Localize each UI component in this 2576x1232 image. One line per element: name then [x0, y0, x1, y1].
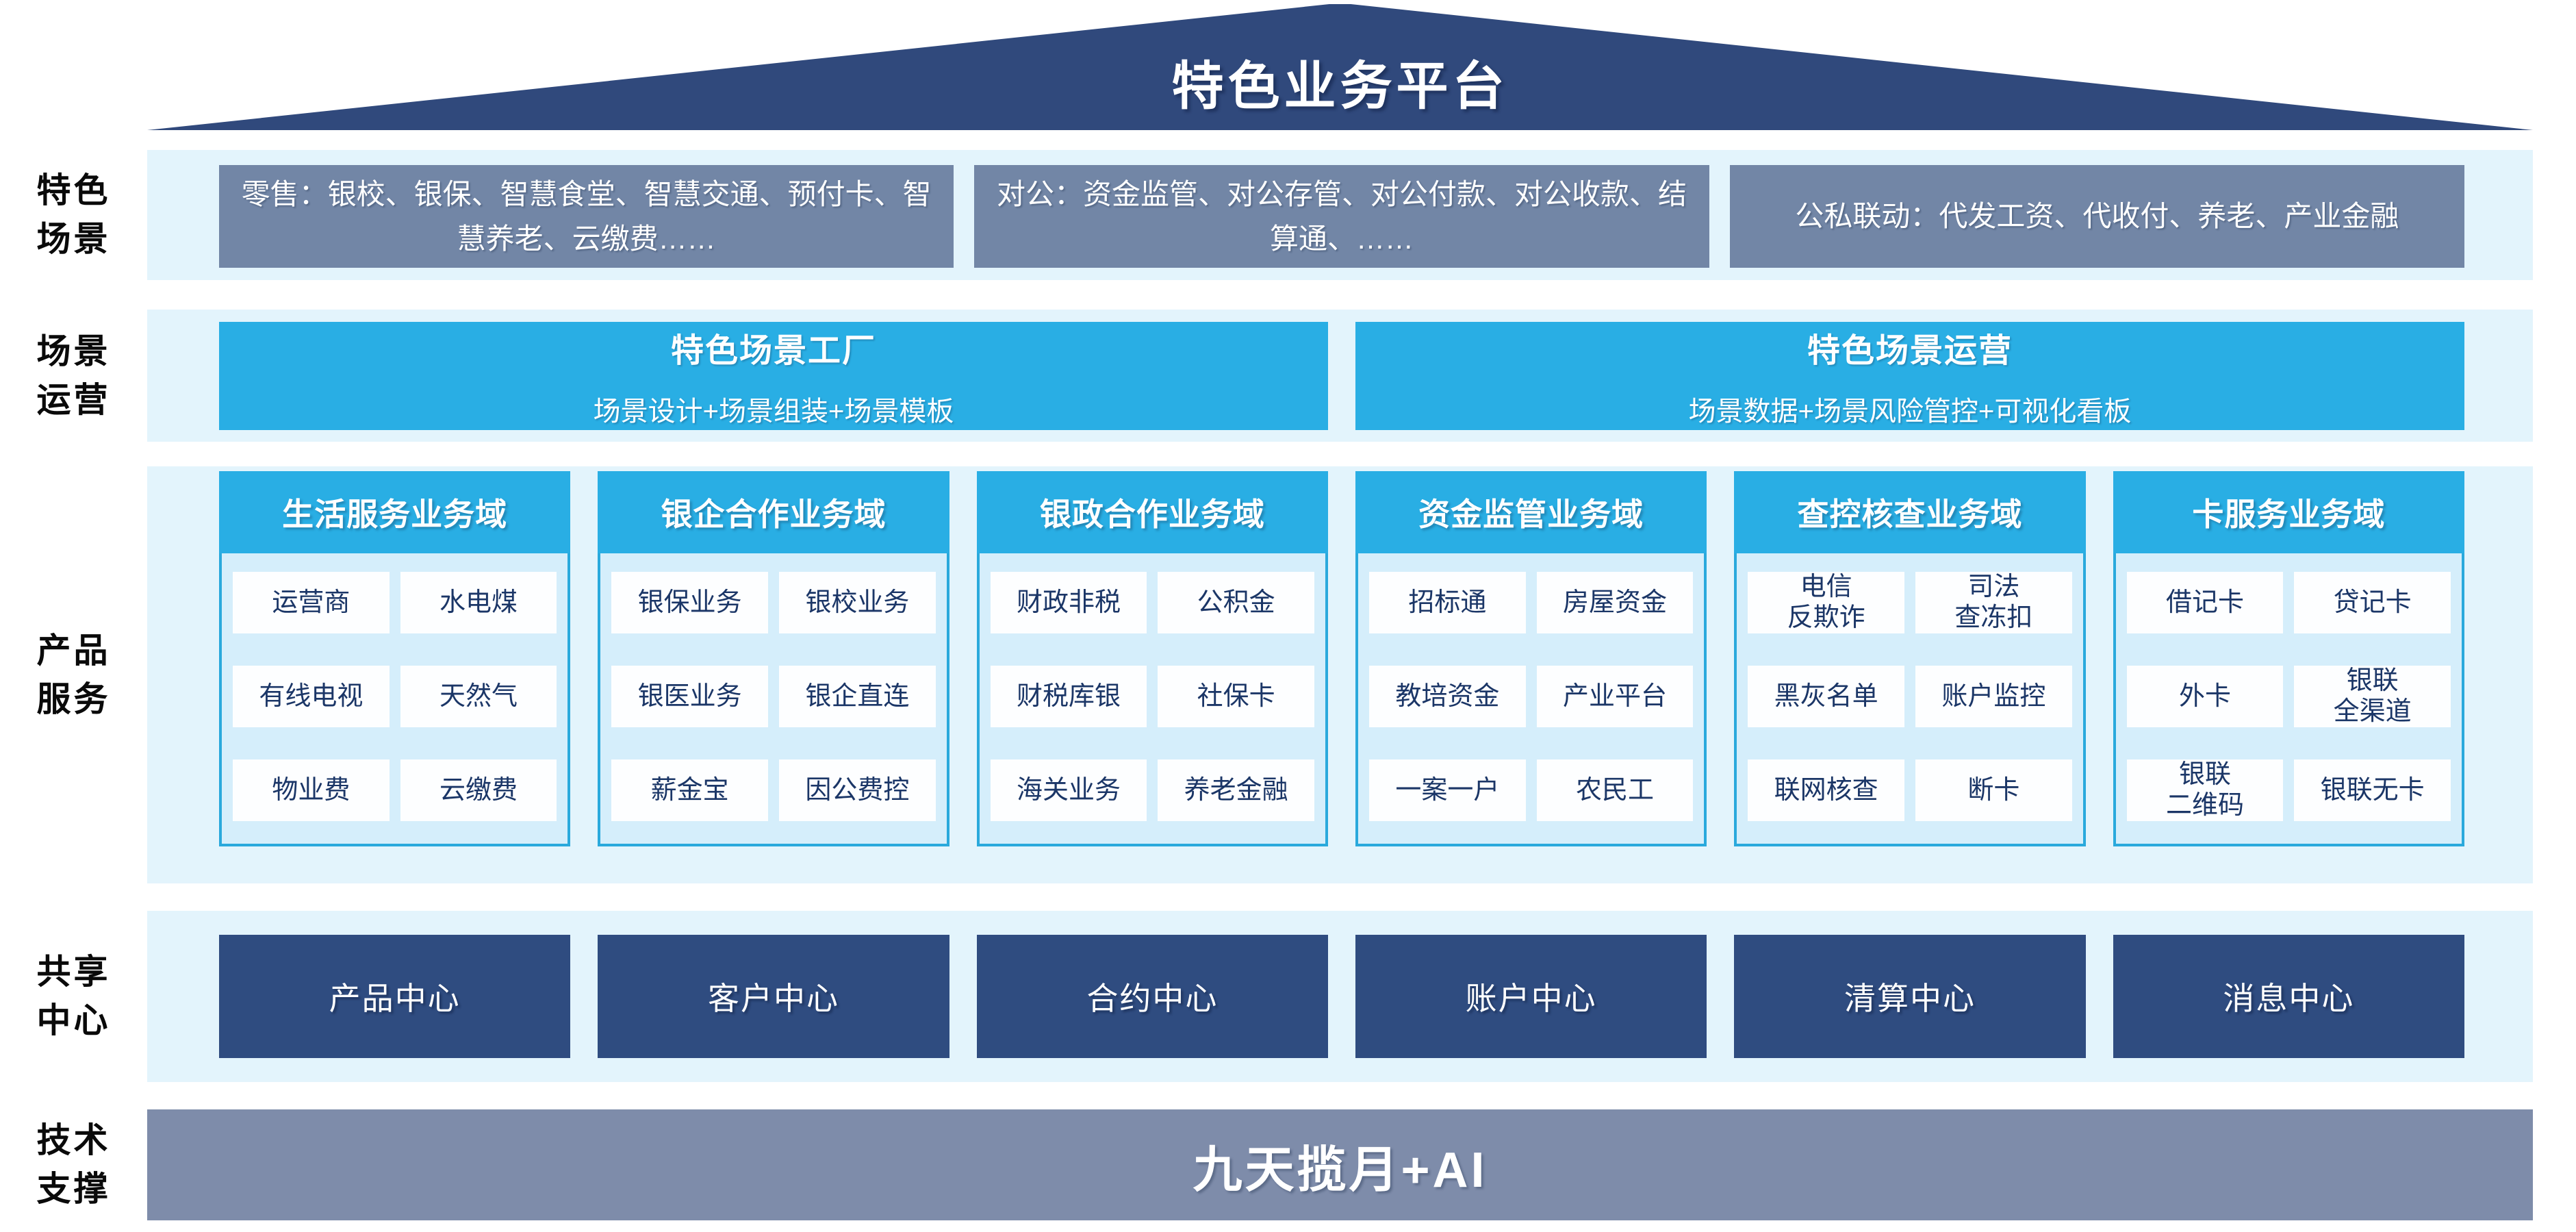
- center-box-product: 产品中心: [219, 935, 571, 1058]
- product-column-header: 查控核查业务域: [1734, 471, 2086, 553]
- product-cell: 天然气: [400, 666, 557, 727]
- scenes-row: 零售：银校、银保、智慧食堂、智慧交通、预付卡、智慧养老、云缴费…… 对公：资金监…: [219, 150, 2464, 268]
- product-cell: 海关业务: [990, 759, 1147, 821]
- product-column-body: 电信 反欺诈 司法 查冻扣 黑灰名单 账户监控 联网核查 断卡: [1734, 553, 2086, 846]
- product-column-header: 银企合作业务域: [598, 471, 949, 553]
- product-cell: 房屋资金: [1536, 572, 1694, 633]
- product-cell: 招标通: [1368, 572, 1526, 633]
- center-box-customer: 客户中心: [598, 935, 949, 1058]
- operation-box-scene-factory: 特色场景工厂 场景设计+场景组装+场景模板: [219, 322, 1328, 430]
- product-column-header: 生活服务业务域: [219, 471, 571, 553]
- operation-box-title: 特色场景工厂: [670, 333, 876, 369]
- product-column-card-services: 卡服务业务域 借记卡 贷记卡 外卡 银联 全渠道 银联 二维码 银联无卡: [2113, 471, 2464, 846]
- product-cell: 电信 反欺诈: [1748, 572, 1904, 633]
- product-cell: 财税库银: [990, 666, 1147, 727]
- products-row: 生活服务业务域 运营商 水电煤 有线电视 天然气 物业费 云缴费 银企合作业务域…: [219, 466, 2464, 846]
- product-cell: 外卡: [2126, 666, 2284, 727]
- product-cell: 因公费控: [778, 759, 936, 821]
- product-column-inquiry-control: 查控核查业务域 电信 反欺诈 司法 查冻扣 黑灰名单 账户监控 联网核查 断卡: [1734, 471, 2086, 846]
- product-column-header: 卡服务业务域: [2113, 471, 2464, 553]
- product-cell: 银医业务: [611, 666, 768, 727]
- operation-box-title: 特色场景运营: [1807, 333, 2013, 369]
- product-cell: 银联 全渠道: [2294, 666, 2451, 727]
- product-cell: 断卡: [1915, 759, 2072, 821]
- product-cell: 贷记卡: [2294, 572, 2451, 633]
- product-column-life-services: 生活服务业务域 运营商 水电煤 有线电视 天然气 物业费 云缴费: [219, 471, 571, 846]
- product-column-body: 银保业务 银校业务 银医业务 银企直连 薪金宝 因公费控: [598, 553, 949, 846]
- product-cell: 物业费: [233, 759, 390, 821]
- product-cell: 公积金: [1158, 572, 1314, 633]
- product-cell: 教培资金: [1368, 666, 1526, 727]
- product-cell: 云缴费: [400, 759, 557, 821]
- row-label-scenes: 特色 场景: [36, 171, 111, 258]
- product-column-fund-supervision: 资金监管业务域 招标通 房屋资金 教培资金 产业平台 一案一户 农民工: [1355, 471, 1707, 846]
- row-label-products: 产品 服务: [36, 631, 111, 718]
- operation-box-subtitle: 场景设计+场景组装+场景模板: [593, 397, 954, 427]
- product-cell: 银联无卡: [2294, 759, 2451, 821]
- product-cell: 黑灰名单: [1748, 666, 1904, 727]
- centers-band: 产品中心 客户中心 合约中心 账户中心 清算中心 消息中心: [147, 911, 2533, 1082]
- product-cell: 有线电视: [233, 666, 390, 727]
- products-band: 生活服务业务域 运营商 水电煤 有线电视 天然气 物业费 云缴费 银企合作业务域…: [147, 466, 2533, 883]
- product-cell: 一案一户: [1368, 759, 1526, 821]
- product-column-bank-enterprise: 银企合作业务域 银保业务 银校业务 银医业务 银企直连 薪金宝 因公费控: [598, 471, 949, 846]
- center-box-account: 账户中心: [1355, 935, 1707, 1058]
- product-cell: 养老金融: [1158, 759, 1314, 821]
- product-column-body: 运营商 水电煤 有线电视 天然气 物业费 云缴费: [219, 553, 571, 846]
- row-label-centers: 共享 中心: [36, 953, 111, 1040]
- scenes-band: 零售：银校、银保、智慧食堂、智慧交通、预付卡、智慧养老、云缴费…… 对公：资金监…: [147, 150, 2533, 280]
- scene-box-retail: 零售：银校、银保、智慧食堂、智慧交通、预付卡、智慧养老、云缴费……: [219, 165, 954, 268]
- product-cell: 司法 查冻扣: [1915, 572, 2072, 633]
- product-cell: 账户监控: [1915, 666, 2072, 727]
- product-cell: 银保业务: [611, 572, 768, 633]
- center-box-contract: 合约中心: [976, 935, 1328, 1058]
- product-cell: 借记卡: [2126, 572, 2284, 633]
- center-box-message: 消息中心: [2113, 935, 2464, 1058]
- product-cell: 薪金宝: [611, 759, 768, 821]
- product-column-body: 借记卡 贷记卡 外卡 银联 全渠道 银联 二维码 银联无卡: [2113, 553, 2464, 846]
- product-cell: 银企直连: [778, 666, 936, 727]
- center-box-clearing: 清算中心: [1734, 935, 2086, 1058]
- tech-support-box: 九天揽月+AI: [147, 1109, 2533, 1220]
- product-column-body: 招标通 房屋资金 教培资金 产业平台 一案一户 农民工: [1355, 553, 1707, 846]
- platform-title: 特色业务平台: [1171, 58, 1509, 116]
- product-cell: 联网核查: [1748, 759, 1904, 821]
- product-cell: 农民工: [1536, 759, 1694, 821]
- product-column-body: 财政非税 公积金 财税库银 社保卡 海关业务 养老金融: [976, 553, 1328, 846]
- product-cell: 运营商: [233, 572, 390, 633]
- operation-box-scene-operation: 特色场景运营 场景数据+场景风险管控+可视化看板: [1355, 322, 2464, 430]
- product-column-header: 资金监管业务域: [1355, 471, 1707, 553]
- row-label-operation: 场景 运营: [36, 331, 111, 419]
- product-cell: 银联 二维码: [2126, 759, 2284, 821]
- platform-roof: 特色业务平台: [147, 4, 2533, 130]
- product-cell: 水电煤: [400, 572, 557, 633]
- product-cell: 社保卡: [1158, 666, 1314, 727]
- scene-box-corporate: 对公：资金监管、对公存管、对公付款、对公收款、结算通、……: [974, 165, 1709, 268]
- scene-box-public-private: 公私联动：代发工资、代收付、养老、产业金融: [1729, 165, 2464, 268]
- product-column-header: 银政合作业务域: [976, 471, 1328, 553]
- product-column-bank-government: 银政合作业务域 财政非税 公积金 财税库银 社保卡 海关业务 养老金融: [976, 471, 1328, 846]
- operation-box-subtitle: 场景数据+场景风险管控+可视化看板: [1688, 397, 2132, 427]
- operation-band: 特色场景工厂 场景设计+场景组装+场景模板 特色场景运营 场景数据+场景风险管控…: [147, 310, 2533, 442]
- centers-row: 产品中心 客户中心 合约中心 账户中心 清算中心 消息中心: [219, 911, 2464, 1058]
- row-label-tech: 技术 支撑: [36, 1121, 111, 1208]
- product-cell: 财政非税: [990, 572, 1147, 633]
- product-cell: 产业平台: [1536, 666, 1694, 727]
- product-cell: 银校业务: [778, 572, 936, 633]
- operation-row: 特色场景工厂 场景设计+场景组装+场景模板 特色场景运营 场景数据+场景风险管控…: [219, 310, 2464, 430]
